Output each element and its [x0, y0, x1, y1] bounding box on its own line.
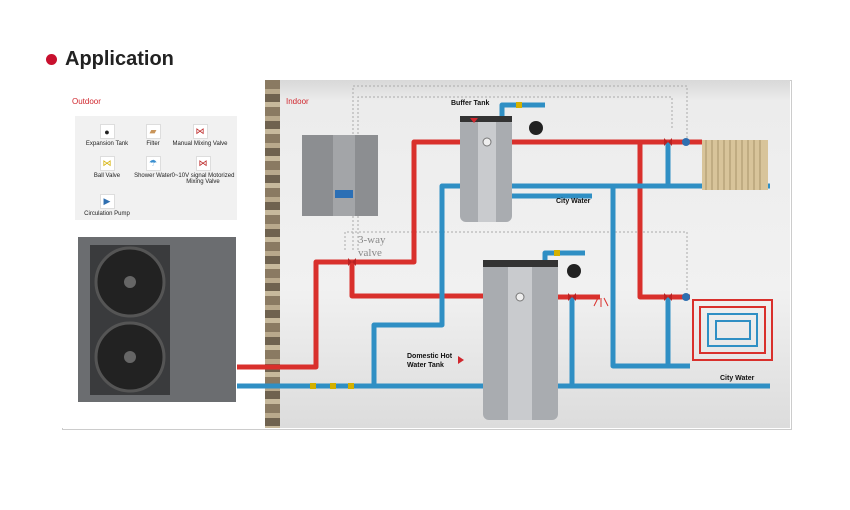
circulation-pump-icon: ▶	[99, 194, 115, 209]
stone-wall	[265, 80, 280, 428]
pumps	[682, 138, 690, 301]
legend: ●Expansion Tank ▰Filter ⋈Manual Mixing V…	[75, 116, 237, 220]
expansion-tank-icon: ●	[99, 124, 115, 139]
heat-pump-outdoor-unit	[78, 237, 236, 402]
ball-valves	[310, 102, 560, 389]
expansion-tanks	[529, 121, 581, 278]
filter-icon: ▰	[145, 124, 161, 139]
legend-item: ▶Circulation Pump	[84, 194, 130, 217]
manual-mixing-valve-icon: ⋈	[192, 124, 208, 139]
legend-item: ⋈0~10V signal Motorized Mixing Valve	[171, 156, 235, 185]
indoor-label: Indoor	[286, 97, 309, 106]
ball-valve-icon: ⋈	[99, 156, 115, 171]
domestic-hot-water-tank	[483, 260, 558, 420]
bullet-icon	[46, 54, 57, 65]
buffer-tank-label: Buffer Tank	[451, 100, 490, 107]
legend-item: ⋈Manual Mixing Valve	[172, 124, 228, 147]
city-water-label: City Water	[720, 375, 755, 382]
buffer-tank	[460, 116, 512, 222]
floor-heating-coil	[692, 299, 773, 361]
outdoor-label: Outdoor	[72, 97, 101, 106]
valves	[348, 138, 672, 301]
city-water-label: City Water	[556, 198, 591, 205]
title-text: Application	[65, 48, 174, 70]
shower-head	[593, 297, 609, 307]
shower-icon: ☂	[145, 156, 161, 171]
legend-item: ●Expansion Tank	[72, 124, 142, 147]
indoor-controller	[302, 135, 378, 216]
radiator	[702, 140, 768, 190]
legend-item: ▰Filter	[145, 124, 161, 147]
legend-item: ⋈Ball Valve	[93, 156, 121, 179]
legend-item: ☂Shower Water	[134, 156, 172, 179]
section-title: Application	[46, 48, 174, 71]
motorized-mixing-valve-icon: ⋈	[195, 156, 211, 171]
